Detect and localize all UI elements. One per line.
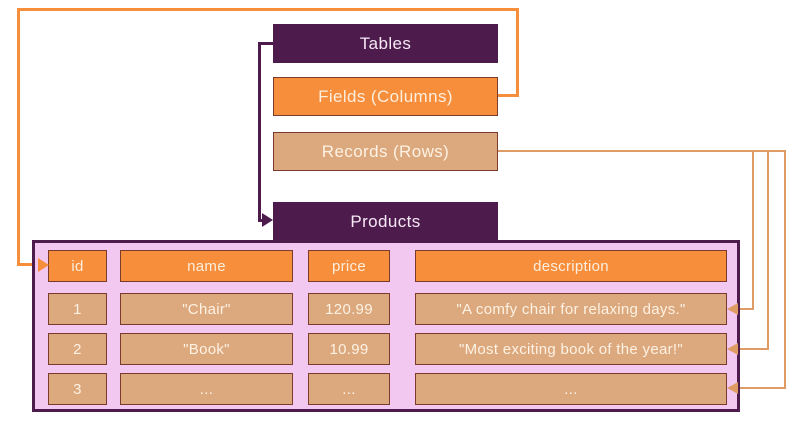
fields-concept-label: Fields (Columns) [318,86,453,106]
row2-id-cell: 2 [48,333,107,365]
products-title-label: Products [350,212,421,231]
records-concept-box: Records (Rows) [273,132,498,171]
row3-name-cell: ... [120,373,293,405]
row2-price-cell: 10.99 [308,333,390,365]
fields-connector-left-vertical [17,8,20,266]
records-connector-into-row3 [738,387,786,389]
column-header-name: name [120,250,293,282]
records-to-row2-arrowhead-icon [727,343,738,355]
products-title-box: Products [273,202,498,242]
records-connector-horizontal [498,150,786,152]
tables-concept-label: Tables [359,33,412,53]
column-header-description: description [415,250,727,282]
row2-name-cell: "Book" [120,333,293,365]
records-connector-into-row2 [738,348,769,350]
column-header-price: price [308,250,390,282]
row3-price-cell: ... [308,373,390,405]
fields-connector-right-vertical [516,8,519,97]
row3-description-cell: ... [415,373,727,405]
row1-id-cell: 1 [48,293,107,325]
column-header-id: id [48,250,107,282]
fields-connector-stub [498,94,519,97]
row1-description-cell: "A comfy chair for relaxing days." [415,293,727,325]
records-concept-label: Records (Rows) [321,141,450,161]
fields-connector-into-id [17,263,39,266]
records-connector-into-row1 [738,308,754,310]
tables-to-products-arrowhead-icon [262,213,273,227]
records-connector-vertical-row1 [752,150,754,309]
row1-price-cell: 120.99 [308,293,390,325]
row1-name-cell: "Chair" [120,293,293,325]
row3-id-cell: 3 [48,373,107,405]
records-to-row3-arrowhead-icon [727,382,738,394]
fields-connector-top-horizontal [17,8,519,11]
records-connector-vertical-row2 [767,150,769,349]
products-table: id name price description 1 "Chair" 120.… [32,240,740,412]
records-connector-vertical-row3 [784,150,786,388]
tables-concept-box: Tables [273,24,498,63]
tables-connector-vertical [258,42,261,222]
row2-description-cell: "Most exciting book of the year!" [415,333,727,365]
fields-to-id-arrowhead-icon [38,258,49,272]
fields-concept-box: Fields (Columns) [273,77,498,116]
tables-connector-stub [258,42,273,45]
records-to-row1-arrowhead-icon [727,303,738,315]
